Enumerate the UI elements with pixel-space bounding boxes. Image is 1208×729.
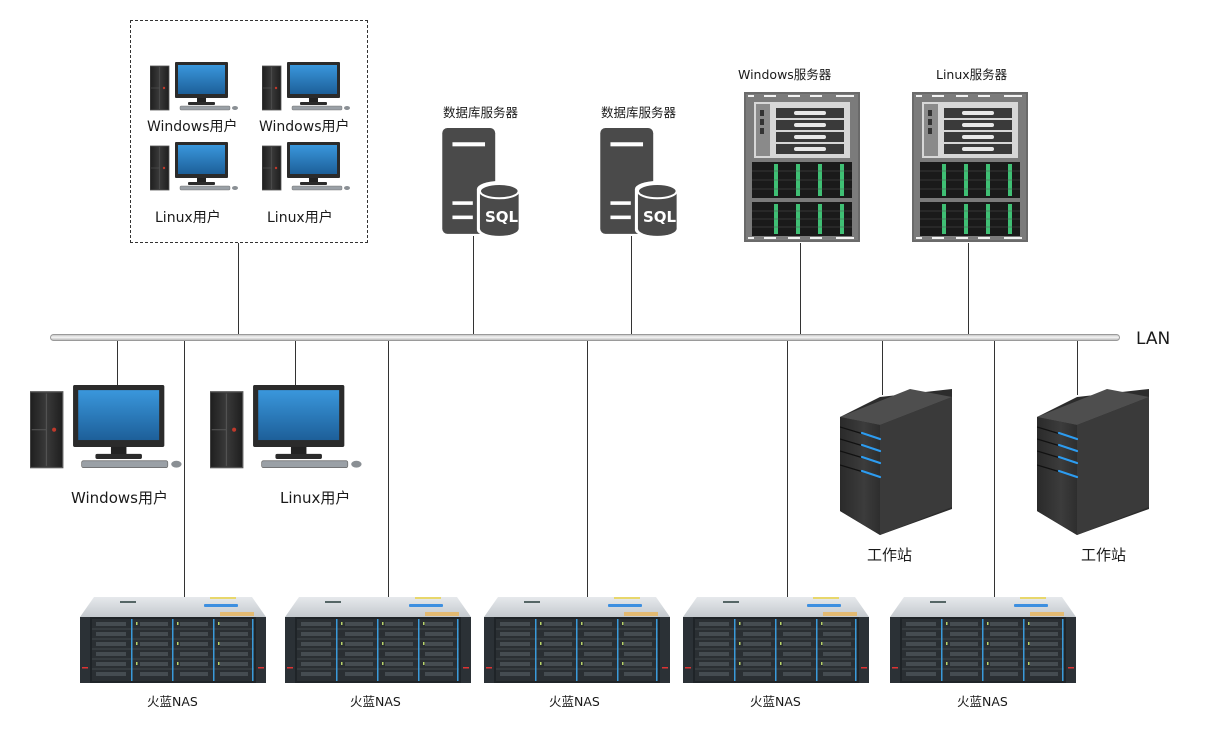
group-user-label: Linux用户	[155, 210, 221, 226]
nas-label: 火蓝NAS	[549, 694, 600, 709]
rack-server-icon	[912, 92, 1028, 242]
rack-server-label: Linux服务器	[936, 67, 1008, 82]
lan-user-label: Windows用户	[71, 489, 168, 507]
group-user-label: Windows用户	[259, 119, 350, 135]
nas-device-icon	[285, 597, 471, 683]
nas-device-icon	[683, 597, 869, 683]
rack-server-label: Windows服务器	[738, 67, 832, 82]
lan-user-label: Linux用户	[280, 489, 351, 507]
db-server-label: 数据库服务器	[601, 105, 677, 120]
lan-bus	[50, 334, 1120, 341]
rack-server-icon	[744, 92, 860, 242]
workstation-label: 工作站	[867, 546, 913, 564]
sql-badge: SQL	[485, 208, 519, 226]
nas-label: 火蓝NAS	[750, 694, 801, 709]
lan-label: LAN	[1136, 329, 1171, 349]
link-nas-4	[787, 341, 788, 598]
db-server-label: 数据库服务器	[443, 105, 519, 120]
desktop-pc-icon	[150, 142, 240, 192]
link-workstation-1	[882, 341, 883, 395]
link-nas-2	[388, 341, 389, 598]
link-workstation-2	[1077, 341, 1078, 395]
group-user-label: Linux用户	[267, 210, 333, 226]
link-nas-1	[184, 341, 185, 598]
desktop-pc-icon	[262, 142, 352, 192]
link-lan-user-2	[295, 341, 296, 385]
link-nas-5	[994, 341, 995, 598]
group-user-label: Windows用户	[147, 119, 238, 135]
nas-label: 火蓝NAS	[350, 694, 401, 709]
link-db-server-1	[473, 236, 474, 335]
link-user-group	[238, 243, 239, 335]
link-db-server-2	[631, 236, 632, 335]
link-rack-server-1	[800, 243, 801, 335]
desktop-pc-icon	[150, 62, 240, 112]
nas-label: 火蓝NAS	[957, 694, 1008, 709]
nas-device-icon	[484, 597, 670, 683]
desktop-pc-icon	[30, 383, 185, 473]
link-rack-server-2	[968, 243, 969, 335]
workstation-label: 工作站	[1081, 546, 1127, 564]
desktop-pc-icon	[210, 383, 365, 473]
user-group-box	[130, 20, 368, 243]
workstation-icon	[840, 389, 952, 535]
nas-device-icon	[890, 597, 1076, 683]
nas-label: 火蓝NAS	[147, 694, 198, 709]
nas-device-icon	[80, 597, 266, 683]
workstation-icon	[1037, 389, 1149, 535]
link-nas-3	[587, 341, 588, 598]
link-lan-user-1	[117, 341, 118, 385]
desktop-pc-icon	[262, 62, 352, 112]
sql-badge: SQL	[643, 208, 677, 226]
